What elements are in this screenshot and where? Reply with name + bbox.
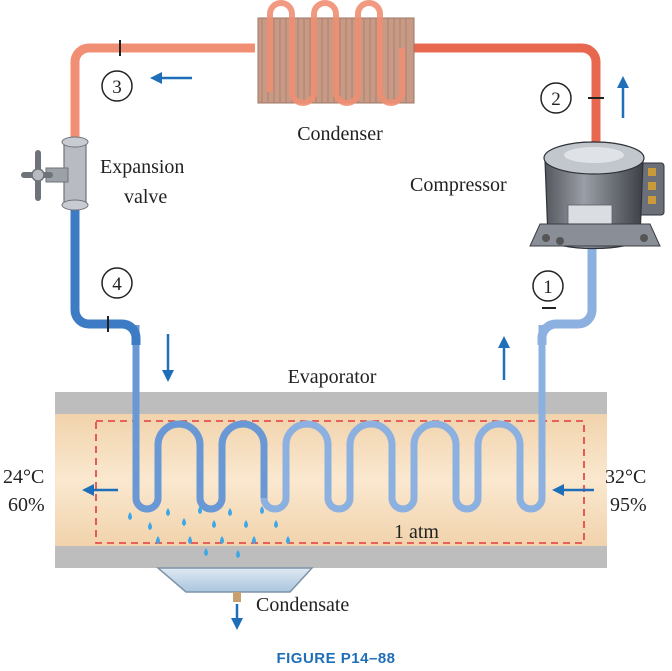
state-marker-1: 1: [532, 270, 564, 309]
inlet-temperature: 32°C: [605, 466, 646, 488]
inlet-humidity: 95%: [610, 494, 647, 516]
flow-arrows: [82, 72, 629, 630]
water-droplets: [128, 506, 290, 558]
expansion-valve-label-line2: valve: [124, 186, 167, 208]
state-label-4: 4: [112, 274, 122, 295]
state-marker-2: 2: [540, 82, 604, 114]
line-4-to-evaporator: [70, 200, 141, 345]
condenser-label: Condenser: [297, 123, 383, 145]
arrow-left-top: [150, 72, 192, 84]
control-volume-box: [95, 420, 585, 544]
outlet-humidity: 60%: [8, 494, 45, 516]
line-1-to-compressor: [537, 238, 597, 345]
arrow-air-in: [552, 484, 594, 496]
state-marker-4: 4: [101, 267, 133, 332]
outlet-temperature: 24°C: [3, 466, 44, 488]
line-3-to-valve: [70, 43, 255, 150]
pressure-label: 1 atm: [394, 521, 439, 543]
evaporator-coil-cold-section: [132, 325, 268, 513]
compressor-label: Compressor: [410, 174, 507, 196]
arrow-up-evaporator: [498, 336, 510, 380]
condensate-label: Condensate: [256, 594, 349, 616]
evaporator-label: Evaporator: [288, 366, 377, 388]
expansion-valve-label-line1: Expansion: [100, 156, 184, 178]
arrow-up-right: [617, 76, 629, 118]
condenser: [257, 0, 415, 106]
figure-caption: FIGURE P14–88: [276, 650, 395, 667]
state-label-3: 3: [112, 77, 122, 98]
state-label-2: 2: [551, 89, 561, 110]
state-label-1: 1: [543, 277, 553, 298]
arrow-air-out: [82, 484, 118, 496]
arrow-condensate: [231, 604, 243, 630]
condensate-pan: [155, 567, 314, 602]
compressor: [529, 141, 665, 250]
arrow-down-left: [162, 334, 174, 382]
state-marker-3: 3: [101, 40, 133, 102]
expansion-valve: [21, 136, 89, 211]
line-2-to-condenser: [410, 43, 601, 152]
condenser-coil: [267, 0, 405, 106]
